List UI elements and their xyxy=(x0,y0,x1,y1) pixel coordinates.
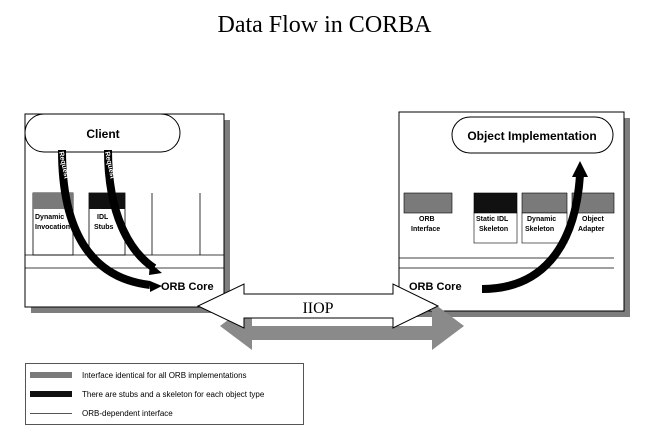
request-arrow xyxy=(104,149,157,272)
response-arrow xyxy=(481,174,584,293)
idl-stubs-header xyxy=(89,193,125,209)
iiop-arrow: IIOP xyxy=(196,283,464,350)
object-impl-label: Object Implementation xyxy=(467,129,596,143)
server-orb-core-label: ORB Core xyxy=(409,281,462,293)
client-orb-core-label: ORB Core xyxy=(161,281,214,293)
legend-label: Interface identical for all ORB implemen… xyxy=(82,370,247,380)
request-arrowhead xyxy=(150,281,162,292)
client-label: Client xyxy=(86,127,119,141)
iiop-arrow-body xyxy=(196,283,440,329)
legend-item: There are stubs and a skeleton for each … xyxy=(30,387,264,401)
legend-swatch-white xyxy=(30,412,72,414)
legend-label: ORB-dependent interface xyxy=(82,408,173,418)
request-arrow xyxy=(58,149,151,289)
orb-interface-header xyxy=(403,192,453,214)
legend-swatch-gray xyxy=(30,372,72,378)
static-skeleton-header xyxy=(473,192,518,214)
legend-item: Interface identical for all ORB implemen… xyxy=(30,368,247,382)
object-adapter-header xyxy=(571,192,615,214)
dynamic-skeleton-box xyxy=(521,212,568,244)
iiop-label: IIOP xyxy=(302,300,333,317)
static-skeleton-box xyxy=(473,212,518,244)
legend-swatch-black xyxy=(30,391,72,397)
dynamic-skeleton-header xyxy=(521,192,568,214)
response-arrowhead xyxy=(572,161,588,177)
diagram-title: Data Flow in CORBA xyxy=(217,12,432,38)
request-arrowhead xyxy=(149,263,162,275)
legend: Interface identical for all ORB implemen… xyxy=(25,363,304,425)
client-pill xyxy=(24,113,181,153)
legend-item: ORB-dependent interface xyxy=(30,406,173,420)
legend-label: There are stubs and a skeleton for each … xyxy=(82,389,265,399)
iiop-arrow-shadow xyxy=(220,302,464,350)
object-impl-pill xyxy=(451,116,614,154)
